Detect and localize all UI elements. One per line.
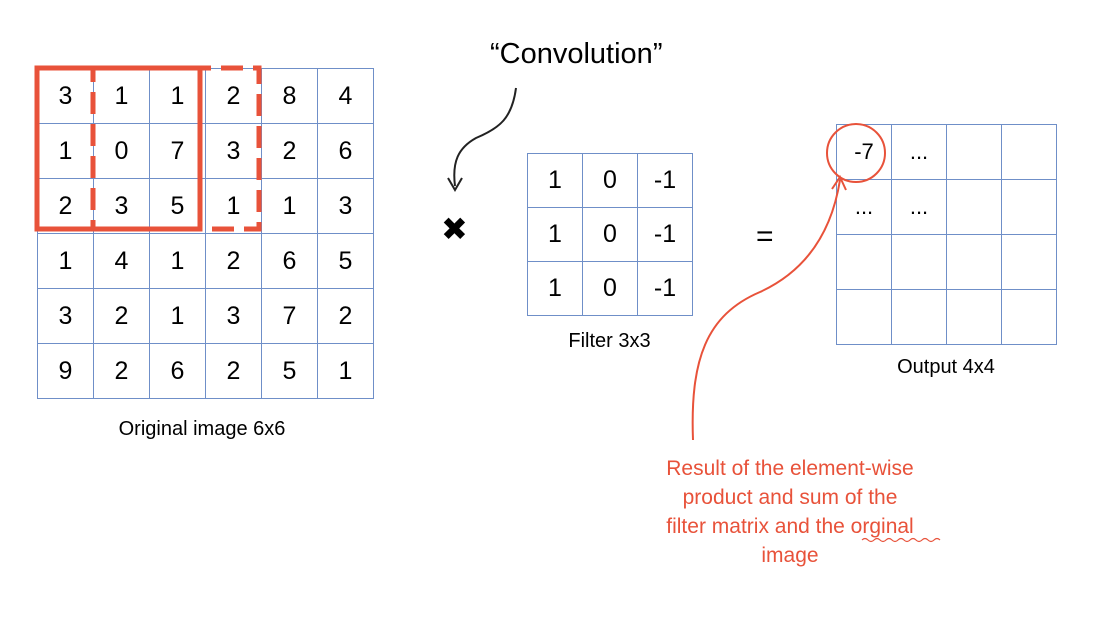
output-cell — [836, 289, 892, 345]
input-image-cell: 5 — [261, 343, 318, 399]
title-arrowhead-icon — [447, 177, 463, 192]
input-image-cell: 2 — [93, 343, 150, 399]
input-image-cell: 4 — [317, 68, 374, 124]
output-cell: ... — [891, 179, 947, 235]
current-window-box — [34, 65, 203, 232]
input-image-cell: 1 — [149, 288, 206, 344]
filter-cell: -1 — [637, 153, 693, 208]
filter-caption: Filter 3x3 — [568, 330, 651, 352]
input-image-cell: 4 — [93, 233, 150, 289]
multiply-icon: ✖ — [441, 211, 468, 247]
output-cell — [1001, 234, 1057, 290]
output-caption: Output 4x4 — [897, 356, 995, 378]
output-cell — [946, 124, 1002, 180]
result-annotation-line: image — [761, 544, 819, 567]
input-image-cell: 1 — [317, 343, 374, 399]
filter-cell: -1 — [637, 207, 693, 262]
input-image-cell: 1 — [205, 178, 262, 234]
input-image-cell: 7 — [261, 288, 318, 344]
input-image-cell: 2 — [205, 233, 262, 289]
filter-cell: 0 — [582, 207, 638, 262]
input-image-cell: 1 — [149, 68, 206, 124]
filter-cell: 0 — [582, 153, 638, 208]
result-annotation-line: filter matrix and the orginal — [666, 515, 914, 538]
filter-cell: 1 — [527, 261, 583, 316]
input-image-cell: 2 — [37, 178, 94, 234]
input-image-cell: 1 — [261, 178, 318, 234]
input-image-cell: 6 — [149, 343, 206, 399]
input-image-cell: 8 — [261, 68, 318, 124]
result-annotation: Result of the element-wise product and s… — [630, 454, 950, 570]
title-arrow — [453, 87, 517, 187]
filter-cell: 0 — [582, 261, 638, 316]
input-image-cell: 9 — [37, 343, 94, 399]
result-arrow — [691, 179, 841, 441]
input-image-cell: 3 — [205, 123, 262, 179]
output-cell — [1001, 124, 1057, 180]
output-row: ...... — [836, 179, 1057, 235]
filter-cell: -1 — [637, 261, 693, 316]
input-image-cell: 3 — [37, 68, 94, 124]
input-image-cell: 0 — [93, 123, 150, 179]
output-cell: -7 — [836, 124, 892, 180]
output-row: -7... — [836, 124, 1057, 180]
output-cell — [1001, 289, 1057, 345]
result-annotation-line: product and sum of the — [682, 486, 898, 509]
result-annotation-line: Result of the element-wise — [666, 457, 914, 480]
result-arrowhead-icon — [831, 174, 847, 191]
next-window-box — [90, 65, 262, 232]
equals-sign: = — [756, 220, 774, 253]
input-image-cell: 1 — [37, 123, 94, 179]
input-image-cell: 3 — [93, 178, 150, 234]
input-image-cell: 2 — [261, 123, 318, 179]
output-grid: -7......... — [836, 124, 1057, 345]
input-image-caption: Original image 6x6 — [118, 418, 286, 440]
output-cell — [891, 289, 947, 345]
diagram-title: “Convolution” — [490, 38, 663, 70]
input-image-cell: 2 — [93, 288, 150, 344]
input-image-cell: 6 — [317, 123, 374, 179]
result-highlight-circle — [826, 123, 886, 183]
output-cell — [946, 289, 1002, 345]
input-image-cell: 6 — [261, 233, 318, 289]
spelling-underline — [861, 537, 941, 543]
input-image-cell: 7 — [149, 123, 206, 179]
output-row — [836, 234, 1057, 290]
output-row — [836, 289, 1057, 345]
output-cell — [946, 179, 1002, 235]
input-image-cell: 3 — [317, 178, 374, 234]
input-image-cell: 2 — [205, 343, 262, 399]
input-image-cell: 3 — [205, 288, 262, 344]
